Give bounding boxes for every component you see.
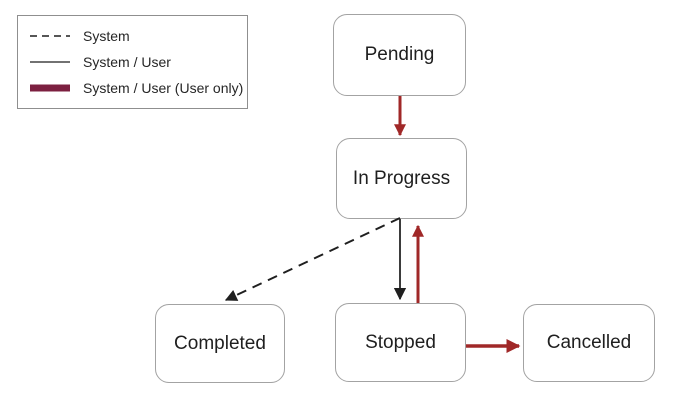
legend-row-user-only: System / User (User only) xyxy=(30,80,244,96)
edge-in-progress-to-completed xyxy=(224,217,401,301)
solid-line-icon xyxy=(30,59,70,65)
thick-line-icon xyxy=(30,84,70,92)
legend: System System / User System / User (User… xyxy=(17,15,248,109)
state-node-cancelled: Cancelled xyxy=(523,304,655,382)
state-node-pending: Pending xyxy=(333,14,466,96)
legend-label-user-only: System / User (User only) xyxy=(83,80,244,96)
legend-label-system: System xyxy=(83,28,130,44)
legend-label-system-user: System / User xyxy=(83,54,171,70)
state-node-completed: Completed xyxy=(155,304,285,383)
legend-row-system: System xyxy=(30,28,241,44)
dashed-line-icon xyxy=(30,33,70,39)
state-node-stopped: Stopped xyxy=(335,303,466,382)
legend-row-system-user: System / User xyxy=(30,54,241,70)
state-node-in-progress: In Progress xyxy=(336,138,467,219)
